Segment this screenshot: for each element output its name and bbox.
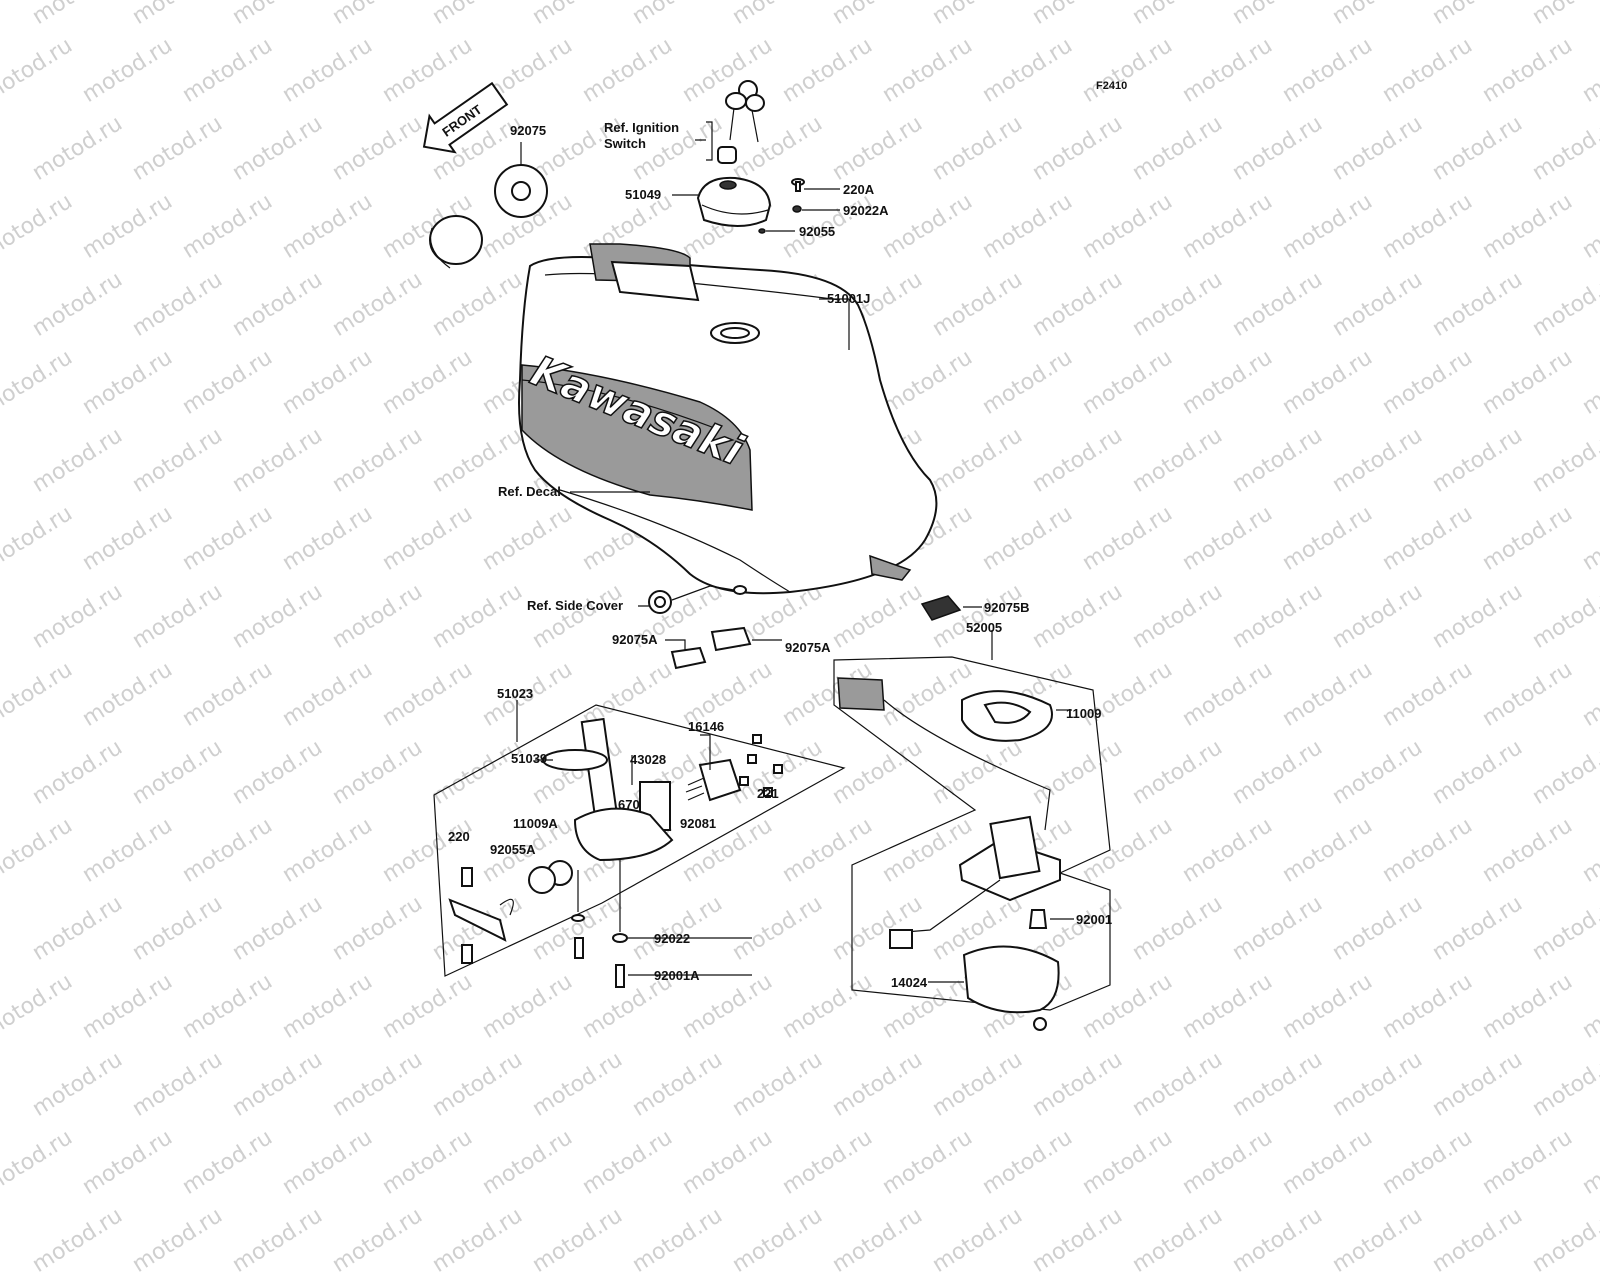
label-92075A-right: 92075A [785, 640, 831, 655]
label-51001J: 51001J [827, 291, 871, 306]
label-220A: 220A [843, 182, 875, 197]
label-11009: 11009 [1066, 706, 1102, 721]
label-92075B: 92075B [984, 600, 1030, 615]
label-92055A: 92055A [490, 842, 536, 857]
watermark-text: motod.ru [628, 1203, 728, 1278]
watermark-text: motod.ru [1128, 1203, 1228, 1278]
label-side-cover: Ref. Side Cover [527, 598, 624, 613]
label-ignition-line1: Ref. Ignition [604, 120, 680, 135]
label-92075A-left: 92075A [612, 632, 658, 647]
label-92055: 92055 [799, 224, 836, 239]
watermark-text: motod.ru [828, 1203, 928, 1278]
watermark-text: motod.ru [1328, 1203, 1428, 1278]
label-decal: Ref. Decal [498, 484, 561, 499]
fuel-cap-51049 [696, 176, 772, 227]
label-51039: 51039 [511, 751, 548, 766]
label-92001A: 92001A [654, 968, 700, 983]
fuel-tank-51001J: Kawasaki [518, 243, 938, 595]
watermark-text: motod.ru [1228, 1203, 1328, 1278]
label-ignition-line2: Switch [604, 136, 646, 151]
label-92001: 92001 [1076, 912, 1113, 927]
label-51049: 51049 [625, 187, 662, 202]
damper-92075-rear [429, 164, 548, 269]
label-221: 221 [757, 786, 779, 801]
watermark-text: motod.ru [1528, 1203, 1600, 1278]
watermark-text: motod.ru [1428, 1203, 1528, 1278]
leader-ignition [695, 121, 713, 161]
label-92022A: 92022A [843, 203, 889, 218]
pad-92075B [920, 595, 982, 621]
label-51023: 51023 [497, 686, 534, 701]
label-14024: 14024 [891, 975, 928, 990]
label-92081: 92081 [680, 816, 717, 831]
pads-92075A [665, 626, 782, 670]
watermark-text: motod.ru [928, 1203, 1028, 1278]
watermark-text: motod.ru [528, 1203, 628, 1278]
front-arrow: FRONT [422, 81, 509, 154]
watermark-text: motod.ru [128, 1203, 228, 1278]
parts-diagram: FRONT [422, 80, 1111, 1031]
watermark-text: motod.ru [728, 1203, 828, 1278]
grommet-side-cover [638, 585, 747, 614]
watermark-text: motod.ru [328, 1203, 428, 1278]
screw-220A [758, 178, 840, 234]
label-92075: 92075 [510, 123, 547, 138]
watermark-text: motod.ru [28, 1203, 128, 1278]
label-670: 670 [618, 797, 640, 812]
label-16146: 16146 [688, 719, 725, 734]
leader-51001J [819, 298, 850, 350]
figure-ref: F2410 [1096, 80, 1128, 92]
label-52005: 52005 [966, 620, 1003, 635]
label-11009A: 11009A [513, 816, 558, 831]
fuel-pump-assembly-52005 [833, 630, 1111, 1031]
label-43028: 43028 [630, 752, 667, 767]
label-92022: 92022 [654, 931, 691, 946]
fuel-tap-assembly-51023 [433, 700, 846, 988]
ignition-keys [717, 80, 765, 164]
label-220: 220 [448, 829, 470, 844]
watermark-text: motod.ru [228, 1203, 328, 1278]
watermark-text: motod.ru [1028, 1203, 1128, 1278]
watermark-text: motod.ru [428, 1203, 528, 1278]
